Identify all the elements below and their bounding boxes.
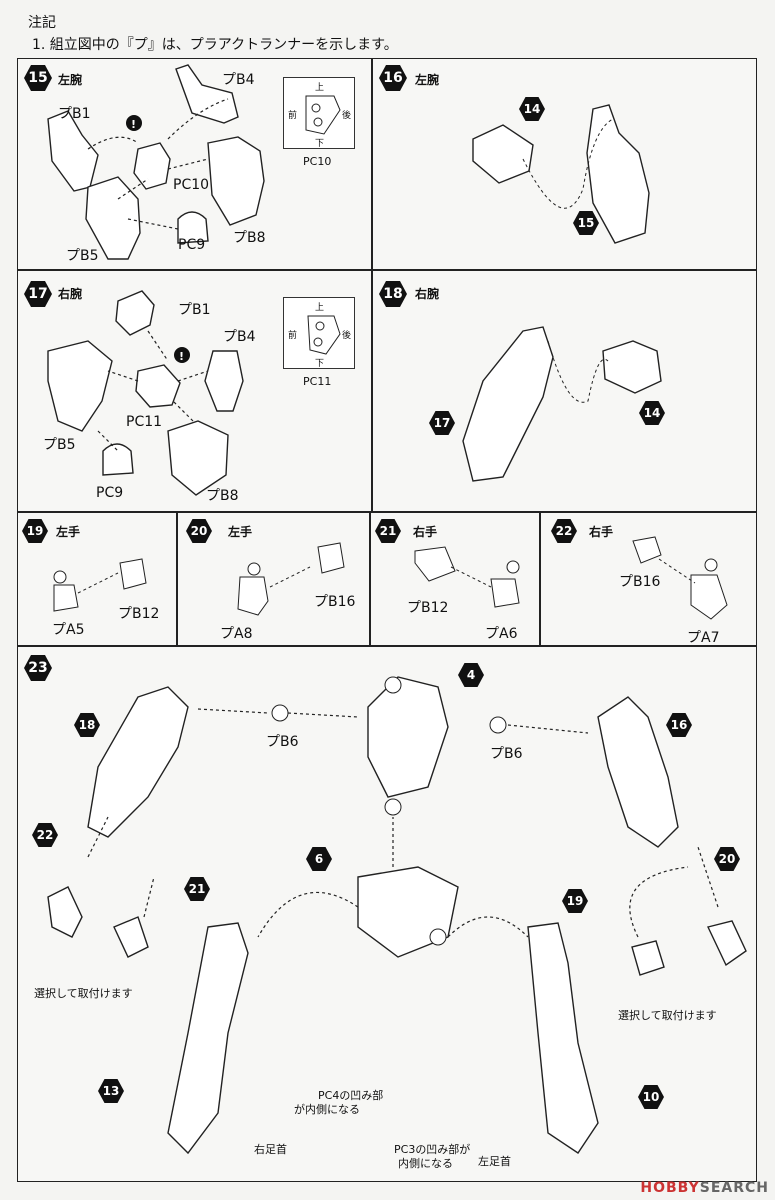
step-19-panel: 19 左手 プB12 プA5	[17, 512, 177, 646]
part-label: プB12	[407, 600, 449, 616]
notes-heading: 注記	[28, 15, 56, 31]
part-label: PC9	[96, 485, 124, 501]
pc-box-label: PC11	[303, 375, 332, 388]
step-number-badge: 21	[375, 519, 401, 543]
part-label: プB4	[223, 329, 256, 345]
left-hand-illustration	[237, 542, 345, 616]
step-22-panel: 22 右手 プB16 プA7	[540, 512, 757, 646]
ref-badge: 18	[74, 713, 100, 737]
pc-box-label: PC10	[303, 155, 332, 168]
step-15-panel: 15 左腕 ! プB4 プB1 PC10 PC9 プB8 プB5 上 下 前 後	[17, 58, 372, 270]
part-label: プB8	[206, 488, 239, 504]
watermark: HOBBYSEARCH	[640, 1180, 769, 1196]
right-arm-exploded-illustration: !	[47, 290, 244, 496]
part-label: プB5	[43, 437, 76, 453]
ref-badge: 6	[306, 847, 332, 871]
left-arm-assembly-illustration	[472, 104, 650, 244]
step-23-panel: 23 18	[17, 646, 757, 1182]
pc3-note-line: PC3の凹み部が	[394, 1143, 471, 1156]
left-hand-illustration	[53, 558, 147, 612]
part-label: プA6	[485, 626, 518, 642]
part-label: プB1	[178, 302, 211, 318]
part-label: プA5	[52, 622, 85, 638]
ref-badge: 4	[458, 663, 484, 687]
pc-part-icon	[307, 315, 341, 355]
right-ankle-label: 右足首	[254, 1143, 287, 1156]
step-number-badge: 15	[24, 65, 52, 91]
part-label: プA8	[220, 626, 253, 642]
step-title: 左手	[228, 525, 253, 539]
selection-note: 選択して取付けます	[34, 987, 133, 1000]
left-ankle-label: 左足首	[478, 1155, 511, 1168]
selection-note: 選択して取付けます	[618, 1009, 717, 1022]
part-label: プB4	[222, 72, 255, 88]
step-number-badge: 17	[24, 281, 52, 307]
step-title: 右手	[413, 525, 438, 539]
runner-note: 1. 組立図中の『プ』は、プラアクトランナーを示します。	[32, 37, 398, 53]
ref-badge: 17	[429, 411, 455, 435]
step-title: 左腕	[58, 73, 83, 87]
step-title: 左腕	[415, 73, 440, 87]
part-label: プA7	[687, 630, 720, 646]
part-label: PC11	[126, 414, 163, 430]
part-label: プB6	[490, 746, 523, 762]
step-title: 右手	[589, 525, 614, 539]
step-16-panel: 16 左腕 14 15	[372, 58, 757, 270]
part-label: PC10	[173, 177, 210, 193]
part-label: プB8	[233, 230, 266, 246]
pc4-note-line: が内側になる	[294, 1103, 360, 1116]
svg-text:!: !	[179, 350, 184, 363]
step-title: 右腕	[415, 287, 440, 301]
left-arm-exploded-illustration: !	[47, 64, 265, 260]
pc-orientation-box: 上 下 前 後	[283, 77, 355, 149]
right-arm-assembly-illustration	[462, 326, 662, 482]
pc-orientation-box: 上 下 前 後	[283, 297, 355, 369]
part-label: プB12	[118, 606, 160, 622]
part-label: プB1	[58, 106, 91, 122]
part-label: プB5	[66, 248, 99, 264]
part-label: プB16	[314, 594, 356, 610]
svg-text:!: !	[131, 118, 136, 131]
pc4-note-line: PC4の凹み部	[318, 1089, 384, 1102]
full-assembly-illustration	[47, 676, 747, 1155]
step-21-panel: 21 右手 プB12 プA6	[370, 512, 540, 646]
step-20-panel: 20 左手 プB16 プA8	[177, 512, 370, 646]
part-label: プB16	[619, 574, 661, 590]
pc3-note-line: 内側になる	[398, 1157, 453, 1170]
ref-badge: 13	[98, 1079, 124, 1103]
right-hand-illustration	[632, 536, 728, 620]
step-title: 右腕	[58, 287, 83, 301]
step-title: 左手	[56, 525, 81, 539]
step-18-panel: 18 右腕 17 14	[372, 270, 757, 512]
part-label: プB6	[266, 734, 299, 750]
part-label: PC9	[178, 237, 206, 253]
step-17-panel: 17 右腕 ! プB1 プB4 PC11 プB5 PC9 プB8 上 下 前 後	[17, 270, 372, 512]
pc-part-icon	[305, 95, 341, 135]
right-hand-illustration	[414, 546, 520, 608]
